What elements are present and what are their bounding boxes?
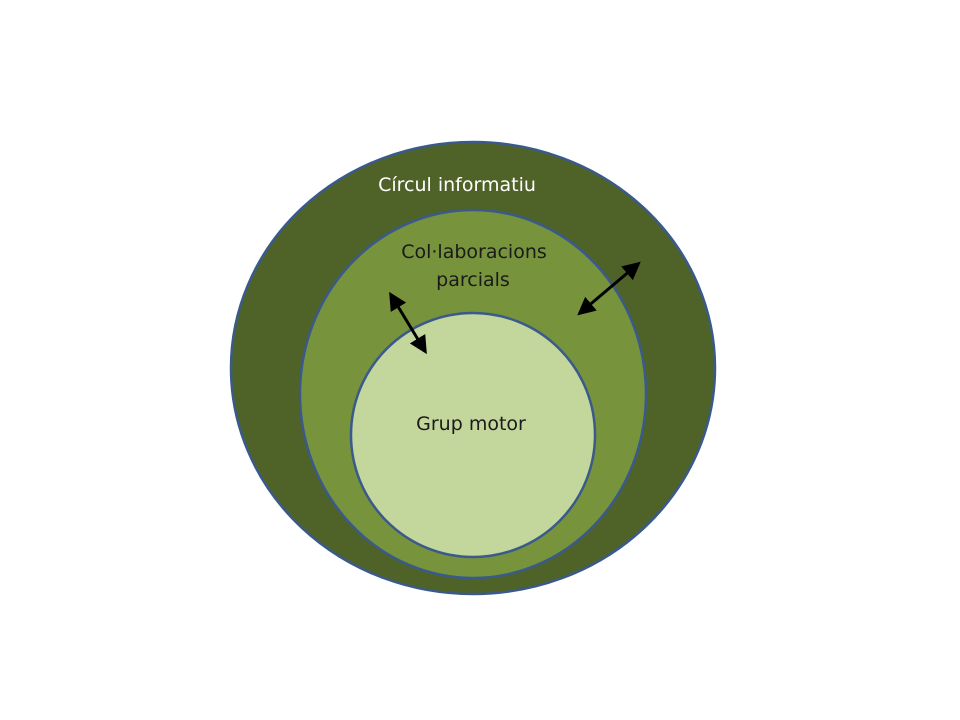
middle-circle-label-line2: parcials — [436, 269, 510, 291]
middle-outer-arrow — [577, 261, 641, 316]
outer-circle-label: Círcul informatiu — [378, 174, 536, 196]
inner-circle — [349, 311, 597, 559]
inner-circle-label: Grup motor — [416, 413, 526, 435]
inner-middle-arrow — [389, 291, 427, 355]
middle-circle-label-line1: Col·laboracions — [401, 241, 547, 263]
